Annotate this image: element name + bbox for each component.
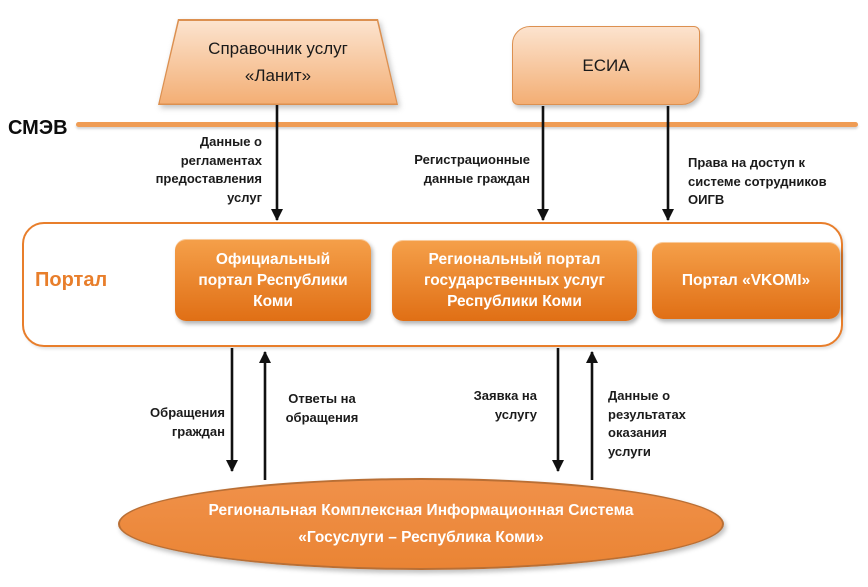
label-citizen-appeals: Обращения граждан — [150, 405, 225, 439]
smev-bus-line — [76, 122, 858, 127]
node-lanit-fill — [159, 20, 397, 104]
node-lanit: Справочник услуг «Ланит» — [158, 19, 398, 105]
label-service-request: Заявка на услугу — [473, 388, 537, 422]
portal-box-regional-label: Региональный портал государственных услу… — [424, 251, 605, 310]
portal-box-vkomi-label: Портал «VKOMI» — [681, 272, 811, 289]
portal-box-official: Официальный портал Республики Коми — [175, 239, 371, 321]
portal-label: Портал — [35, 269, 108, 291]
label-appeal-answers: Ответы на обращения — [285, 391, 359, 425]
node-rkis: Региональная Комплексная Информационная … — [118, 478, 724, 570]
node-lanit-label: Справочник услуг «Ланит» — [208, 39, 348, 85]
node-esia: ЕСИА — [512, 26, 700, 105]
node-rkis-label: Региональная Комплексная Информационная … — [208, 502, 634, 546]
label-reglaments: Данные о регламентах предоставления услу… — [155, 134, 262, 205]
portal-box-vkomi: Портал «VKOMI» — [652, 242, 840, 319]
label-registration-data: Регистрационные данные граждан — [414, 152, 530, 186]
smev-label: СМЭВ — [8, 117, 68, 139]
portal-box-regional: Региональный портал государственных услу… — [392, 240, 637, 321]
label-access-rights: Права на доступ к системе сотрудников ОИ… — [688, 155, 827, 207]
node-esia-label: ЕСИА — [582, 55, 630, 75]
portal-box-official-label: Официальный портал Республики Коми — [198, 250, 348, 310]
label-service-results: Данные о результатах оказания услуги — [608, 388, 686, 459]
